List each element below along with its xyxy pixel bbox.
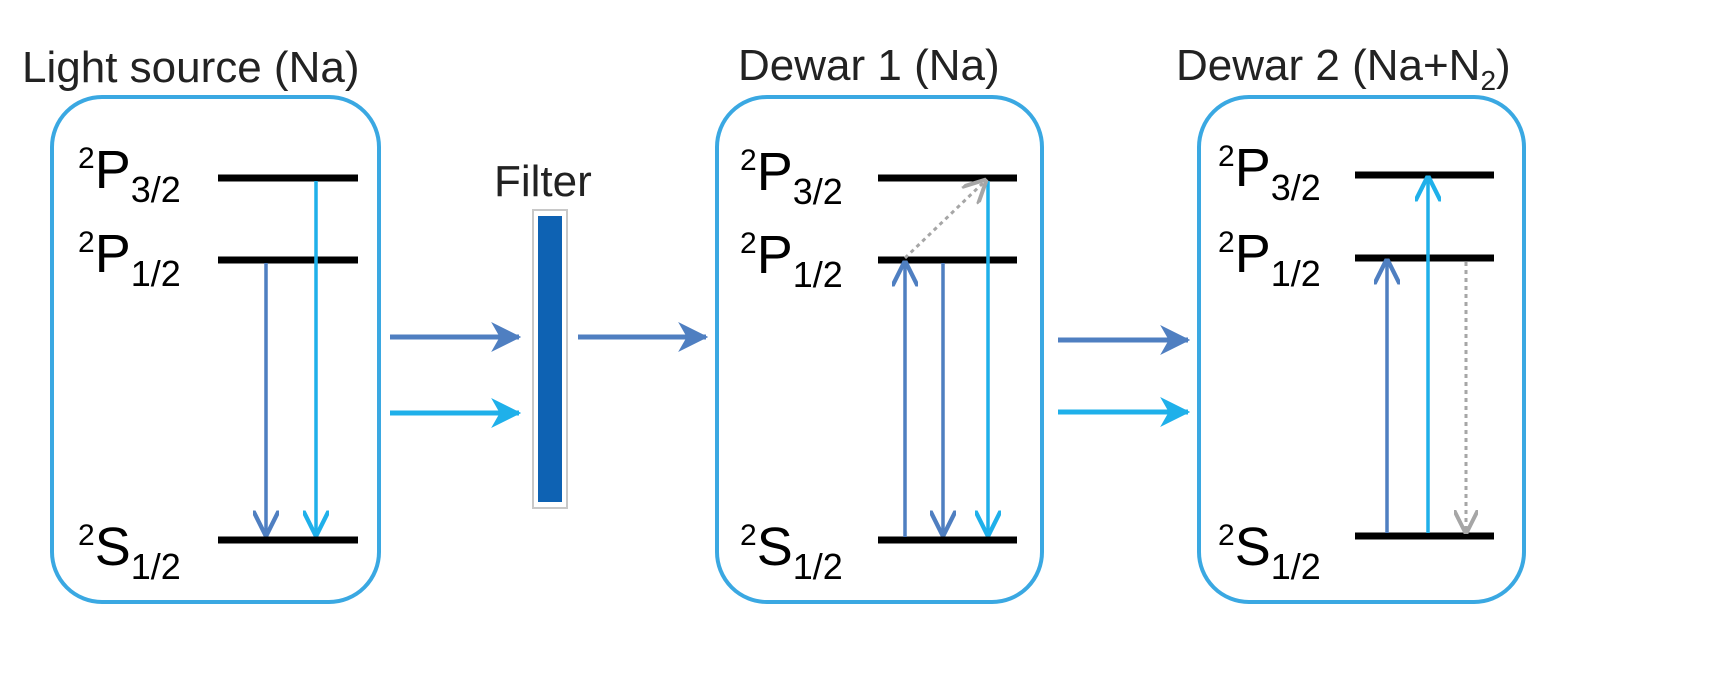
panel-title-dewar-2: Dewar 2 (Na+N2) xyxy=(1176,41,1511,96)
level-label-p12: 2P1/2 xyxy=(78,224,181,294)
panel-dewar-1: Dewar 1 (Na) 2P3/2 2P1/2 2S1/2 xyxy=(715,41,1044,604)
filter: Filter xyxy=(494,157,592,509)
level-label-p12: 2P1/2 xyxy=(740,225,843,295)
panel-dewar-2: Dewar 2 (Na+N2) 2P3/2 2P1/2 2S1/2 xyxy=(1176,41,1526,604)
panel-title-dewar-1: Dewar 1 (Na) xyxy=(738,41,1000,90)
panel-title-light-source: Light source (Na) xyxy=(22,43,359,92)
panel-box xyxy=(50,95,381,604)
level-label-p12: 2P1/2 xyxy=(1218,224,1321,294)
panel-light-source: Light source (Na) 2P3/2 2P1/2 2S1/2 xyxy=(22,43,381,604)
collisional-transfer-arrow xyxy=(903,182,984,260)
level-label-p32: 2P3/2 xyxy=(740,142,843,212)
level-label-s12: 2S1/2 xyxy=(740,517,843,587)
filter-bar xyxy=(538,216,562,502)
level-label-s12: 2S1/2 xyxy=(1218,517,1321,587)
level-label-s12: 2S1/2 xyxy=(78,517,181,587)
filter-label: Filter xyxy=(494,157,592,206)
level-label-p32: 2P3/2 xyxy=(1218,138,1321,208)
level-label-p32: 2P3/2 xyxy=(78,140,181,210)
panel-box xyxy=(715,95,1044,604)
panel-box xyxy=(1197,95,1526,604)
